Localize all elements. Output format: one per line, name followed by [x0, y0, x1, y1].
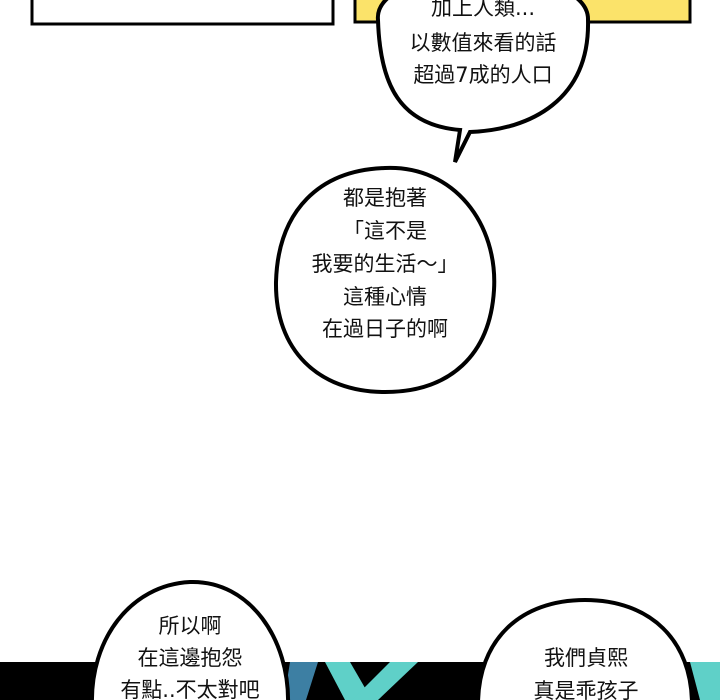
- bubble-line: 我要的生活～」: [312, 252, 459, 276]
- speech-bubble-bottom-left: 所以啊 在這邊抱怨 有點..不太對吧: [90, 579, 290, 700]
- bubble-line: 在這邊抱怨: [138, 646, 243, 670]
- bubble-line: 超過7成的人口: [413, 63, 552, 87]
- speech-bubble-top: 加上人類... 以數值來看的話 超過7成的人口: [375, 0, 591, 163]
- bubble-line: 這種心情: [343, 285, 427, 309]
- blue-stripe: [284, 662, 318, 700]
- speech-bubble-bottom-right: 我們貞熙 真是乖孩子: [476, 597, 694, 700]
- left-panel-edge: [30, 0, 335, 26]
- bubble-line: 所以啊: [159, 614, 222, 638]
- bubble-line: 有點..不太對吧: [120, 678, 259, 700]
- bubble-line: 我們貞熙: [544, 646, 628, 670]
- teal-stripe: [325, 662, 372, 700]
- bubble-line: 「這不是: [343, 219, 427, 243]
- bubble-line: 在過日子的啊: [322, 317, 448, 341]
- speech-bubble-middle: 都是抱著 「這不是 我要的生活～」 這種心情 在過日子的啊: [273, 165, 497, 395]
- bubble-line: 都是抱著: [343, 186, 427, 210]
- teal-stripe: [352, 662, 418, 700]
- teal-stripe: [690, 662, 720, 700]
- bubble-line: 加上人類...: [431, 0, 535, 20]
- bubble-line: 真是乖孩子: [534, 679, 639, 700]
- bubble-line: 以數值來看的話: [410, 31, 557, 55]
